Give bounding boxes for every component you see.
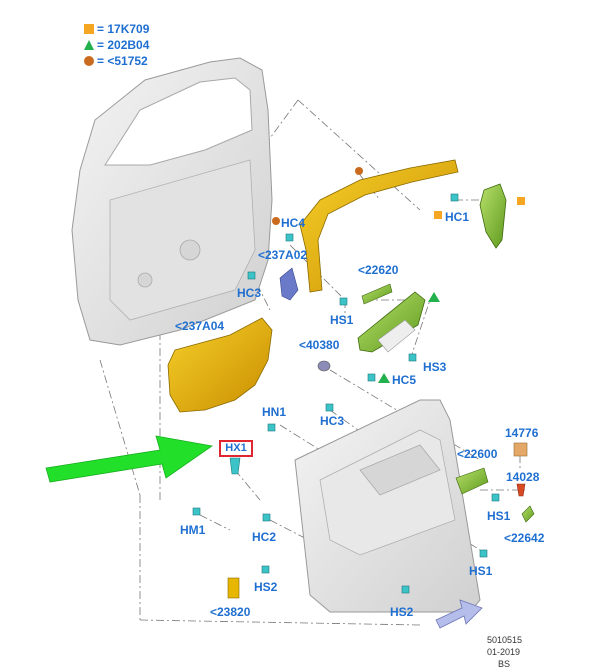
square-marker-icon	[434, 211, 442, 219]
clip-hc5	[367, 373, 376, 382]
clip-hs2-bottom	[401, 585, 410, 594]
clip-hc3-top	[247, 271, 256, 280]
clip-14028-part	[516, 483, 526, 497]
callout-hn1: HN1	[262, 405, 287, 419]
door-trim-panel	[294, 399, 481, 613]
square-marker-icon	[517, 197, 525, 205]
clip-hn1	[267, 423, 276, 432]
square-icon	[84, 24, 94, 34]
clip-hx1-part	[229, 457, 241, 475]
circle-marker-icon	[272, 217, 280, 225]
clip-hm1	[192, 507, 201, 516]
triangle-marker-icon	[428, 292, 440, 302]
callout-hc3-mid: HC3	[320, 414, 345, 428]
part-23820	[227, 577, 240, 599]
callout-14776: 14776	[505, 426, 539, 440]
plug-40380-part	[317, 360, 331, 372]
callout-hx1: HX1	[225, 442, 247, 454]
watershield-part	[167, 317, 273, 413]
pointer-arrow-icon	[45, 435, 214, 483]
fastener-clips	[192, 193, 500, 594]
belt-rail-part	[299, 159, 459, 293]
callout-hs1-bottom: HS1	[469, 564, 493, 578]
callout-14028: 14028	[506, 470, 540, 484]
highlighted-callout-hx1: HX1	[219, 440, 253, 457]
green-bracket-part	[479, 183, 507, 249]
pad-14776-part	[513, 442, 528, 457]
clip-hs1-right	[491, 493, 500, 502]
callout-hs2-left: HS2	[254, 580, 278, 594]
callout-hc1: HC1	[445, 210, 470, 224]
callout-23820: <23820	[210, 605, 251, 619]
view-direction-arrow-icon	[435, 599, 483, 629]
switch-bezel-part	[377, 319, 416, 353]
callout-hs1-right: HS1	[487, 509, 511, 523]
callout-hs1-mid: HS1	[330, 313, 354, 327]
callout-237a02: <237A02	[258, 248, 308, 262]
clip-hs1-bottom	[479, 549, 488, 558]
callout-hc3-top: HC3	[237, 286, 262, 300]
callout-hc5: HC5	[392, 373, 417, 387]
clip-hc2	[262, 513, 271, 522]
bracket-237a02-part	[279, 267, 299, 301]
circle-icon	[84, 56, 94, 66]
handle-bracket-part	[455, 467, 489, 495]
illustration-date: 01-2019	[487, 647, 521, 657]
callout-hc4: HC4	[281, 216, 306, 230]
triangle-icon	[84, 40, 94, 50]
callout-22620: <22620	[358, 263, 399, 277]
legend-item: = <51752	[84, 54, 148, 68]
callout-hs3: HS3	[423, 360, 447, 374]
illustration-initials: BS	[498, 659, 511, 669]
cap-part	[521, 505, 535, 523]
illustration-code: 5010515	[487, 635, 523, 645]
clip-hc4	[285, 233, 294, 242]
clip-hs1-mid	[339, 297, 348, 306]
clip-hc3-mid	[325, 403, 334, 412]
callout-22600: <22600	[457, 447, 498, 461]
callout-237a04: <237A04	[175, 319, 225, 333]
callout-40380: <40380	[299, 338, 340, 352]
clip-hs2-left	[261, 565, 270, 574]
circle-marker-icon	[355, 167, 363, 175]
strip-part	[361, 283, 393, 305]
legend-item: = 17K709	[84, 22, 149, 36]
callout-hm1: HM1	[180, 523, 206, 537]
door-frame	[71, 57, 273, 346]
callout-hs2-bottom: HS2	[390, 605, 414, 619]
triangle-marker-icon	[378, 373, 390, 383]
callout-hc2: HC2	[252, 530, 277, 544]
switch-panel-part	[357, 291, 426, 353]
clip-hs3	[408, 353, 417, 362]
legend-item: = 202B04	[84, 38, 149, 52]
callout-22642: <22642	[504, 531, 545, 545]
clip-hc1	[450, 193, 459, 202]
